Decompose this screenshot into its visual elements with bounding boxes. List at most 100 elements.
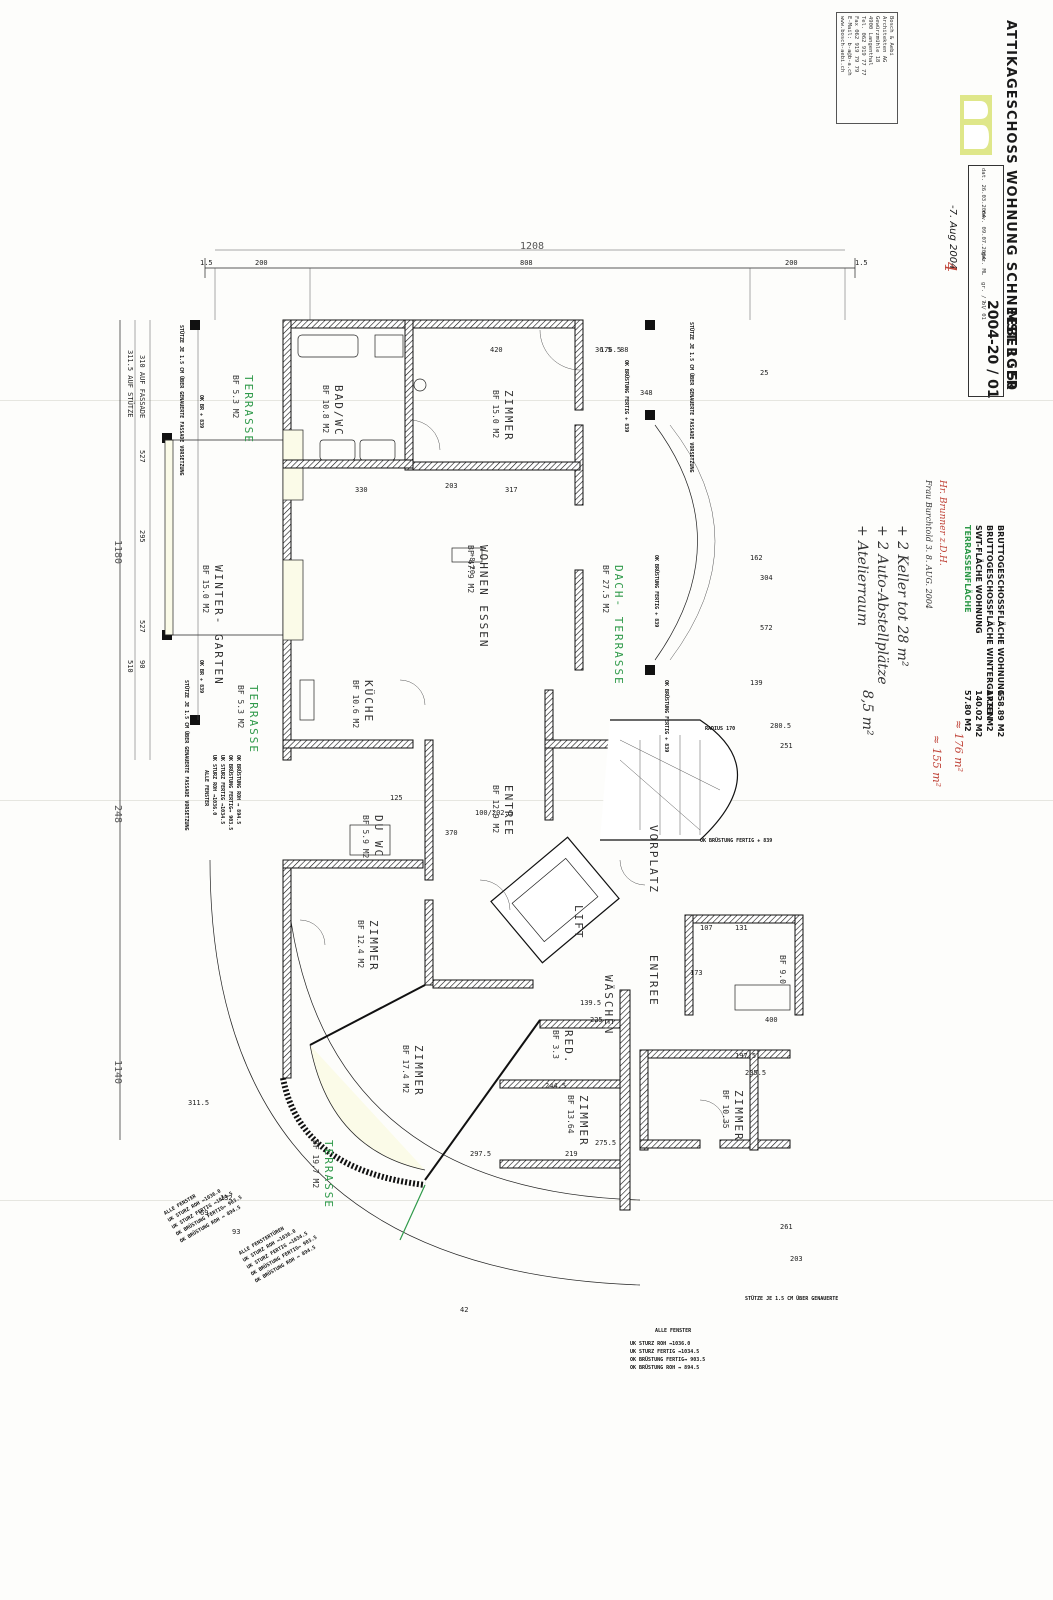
note-uk: UK STURZ FERTIG ↔1034.5	[219, 755, 225, 824]
room-area: BF 3.3	[551, 1030, 560, 1059]
room-area: BF 13.64	[566, 1095, 575, 1134]
dimension-label: 572	[760, 624, 773, 632]
wintergarten-glazing	[164, 439, 174, 636]
room-area: BF 12.4 M2	[356, 920, 365, 968]
room-name: ZIMMER	[367, 920, 380, 972]
dim-label: 527	[138, 450, 146, 463]
dim-total: 1180	[112, 540, 123, 564]
window-note-diagonal2: ALLE FENSTERTÜREN UK STURZ ROH ↔1036.0 U…	[238, 1225, 319, 1284]
room-area: BF 5.9 M2	[361, 815, 370, 859]
dim-label: 808	[520, 259, 533, 267]
room-area: BF 15.0 M2	[491, 390, 500, 438]
dimension-label: 304	[760, 574, 773, 582]
outer-walls	[282, 319, 626, 1079]
dimension-label: 107	[700, 924, 713, 932]
architect-logo	[960, 95, 992, 155]
dimension-label: 280.5	[770, 722, 791, 730]
room-name: TERRASSE	[322, 1140, 335, 1209]
dimension-label: 100/202.5	[475, 809, 513, 817]
door-swings	[299, 329, 726, 1126]
dimension-label: 42	[460, 1306, 468, 1314]
dim-total: 248	[112, 805, 123, 823]
terrace-arc-outer	[209, 859, 641, 1286]
fold-line	[0, 800, 1053, 801]
dimension-label: 25	[760, 369, 768, 377]
room-name: ZIMMER	[732, 1090, 745, 1142]
note-stuetze: STÜTZE JE 1.5 CM ÜBER GENAUERTE FASSADE …	[688, 322, 695, 473]
window-note-left: ALLE FENSTER UK STURZ ROH ↔1036.0 UK STU…	[203, 755, 242, 830]
dimension-label: 162	[750, 554, 763, 562]
dim-label: 1.5	[200, 259, 213, 267]
notes: STÜTZE JE 1.5 CM ÜBER GENAUERTE FASSADE …	[163, 322, 838, 1371]
room-name: DACH- TERRASSE	[612, 565, 625, 686]
note-alle-fenster: ALLE FENSTER	[655, 1328, 692, 1334]
dimension-label: 139.5	[580, 999, 601, 1007]
note-alle-fenster: ALLE FENSTER	[203, 770, 209, 807]
note-uk: OK BRÜSTUNG ROH ↔ 894.5	[630, 1364, 699, 1371]
note-uk: UK STURZ ROH ↔1036.0	[211, 755, 217, 815]
dimension-label: 176.5	[600, 346, 621, 354]
dimension-label: 36.5	[595, 346, 612, 354]
room-area: BF 10.8 M2	[321, 385, 330, 433]
room-area: BF 5.3 M2	[236, 685, 245, 729]
dimension-label: 297.5	[470, 1150, 491, 1158]
note-stuetze: STÜTZE JE 1.5 CM ÜBER GENAUERTE FASSADE …	[178, 325, 185, 476]
room-area: BF 10.35	[721, 1090, 730, 1129]
dimension-label: 131	[735, 924, 748, 932]
room-name: WOHNEN ESSEN	[477, 545, 490, 648]
room-area: BF 9.0	[778, 955, 787, 984]
note-radius: RADIUS 170	[705, 726, 735, 732]
revision-strip	[968, 165, 1004, 397]
level-value: +8.20	[468, 553, 476, 574]
note-stuetze-bottom: STÜTZE JE 1.5 CM ÜBER GENAUERTE	[745, 1295, 838, 1302]
level-box	[451, 547, 483, 563]
room-name: ZIMMER	[412, 1045, 425, 1097]
dimension-label: 400	[765, 1016, 778, 1024]
bay-arc	[654, 424, 698, 661]
dimension-label: 88	[620, 346, 628, 354]
dim-label: 295	[138, 530, 146, 543]
note-ok-bruestung: OK BRÜSTUNG FERTIG + 839	[653, 555, 660, 627]
dim-total: 1208	[520, 241, 544, 252]
room-name: WÄSCHEN	[602, 975, 615, 1035]
terrace-green-line	[399, 1184, 426, 1241]
dim-label: 310 AUF FASSADE	[138, 355, 146, 418]
right-wing	[499, 914, 804, 1211]
top-dimension: 1208 1.5 200 808 200 1.5	[200, 241, 868, 320]
office-block	[836, 12, 898, 124]
note-uk: OK BRÜSTUNG FERTIG↔ 903.5	[227, 755, 234, 830]
dimension-label: 205.5	[745, 1069, 766, 1077]
dimension-label: 261	[780, 1223, 793, 1231]
dimension-label: 420	[490, 346, 503, 354]
dimension-label: 173	[690, 969, 703, 977]
note-ok-bruestung: OK BRÜSTUNG FERTIG + 839	[623, 360, 630, 432]
terrace-arc-inner	[284, 859, 641, 1201]
dimension-label: 370	[445, 829, 458, 837]
dimension-label: 203	[445, 482, 458, 490]
left-dimensions: 1180 248 1140 310 AUF FASSADE 311.5 AUF …	[112, 320, 151, 1140]
dimension-label: 225	[590, 1016, 603, 1024]
room-name: LIFT	[572, 905, 585, 940]
note-uk: UK STURZ FERTIG ↔1034.5	[630, 1349, 699, 1355]
note-ok-bruestung: OK BRÜSTUNG FERTIG + 839	[700, 837, 772, 844]
fold-line	[0, 400, 1053, 401]
note-uk: UK STURZ ROH ↔1036.0	[630, 1341, 690, 1347]
room-name: RED.	[562, 1030, 575, 1065]
diagonal-wall	[309, 984, 426, 1046]
dimension-label: 132	[220, 1194, 233, 1202]
room-area: BF 12.9 M2	[491, 785, 500, 833]
room-name: KÜCHE	[362, 680, 375, 723]
room-area: BF 27.5 M2	[601, 565, 610, 613]
room-name: ENTREE	[647, 955, 660, 1007]
dimension-label: 139	[750, 679, 763, 687]
dimension-label: 203	[790, 1255, 803, 1263]
dim-label: 510	[126, 660, 134, 673]
note-ok-br: OK BR + 839	[198, 660, 204, 693]
room-name: ZIMMER	[577, 1095, 590, 1147]
dimension-label: 311.5	[188, 1099, 209, 1107]
room-area: BF 19.7 M2	[311, 1140, 320, 1188]
note-uk: OK BRÜSTUNG ROH ↔ 894.5	[235, 755, 242, 824]
dimension-label: 197.5	[735, 1052, 756, 1060]
dim-label: 1.5	[855, 259, 868, 267]
